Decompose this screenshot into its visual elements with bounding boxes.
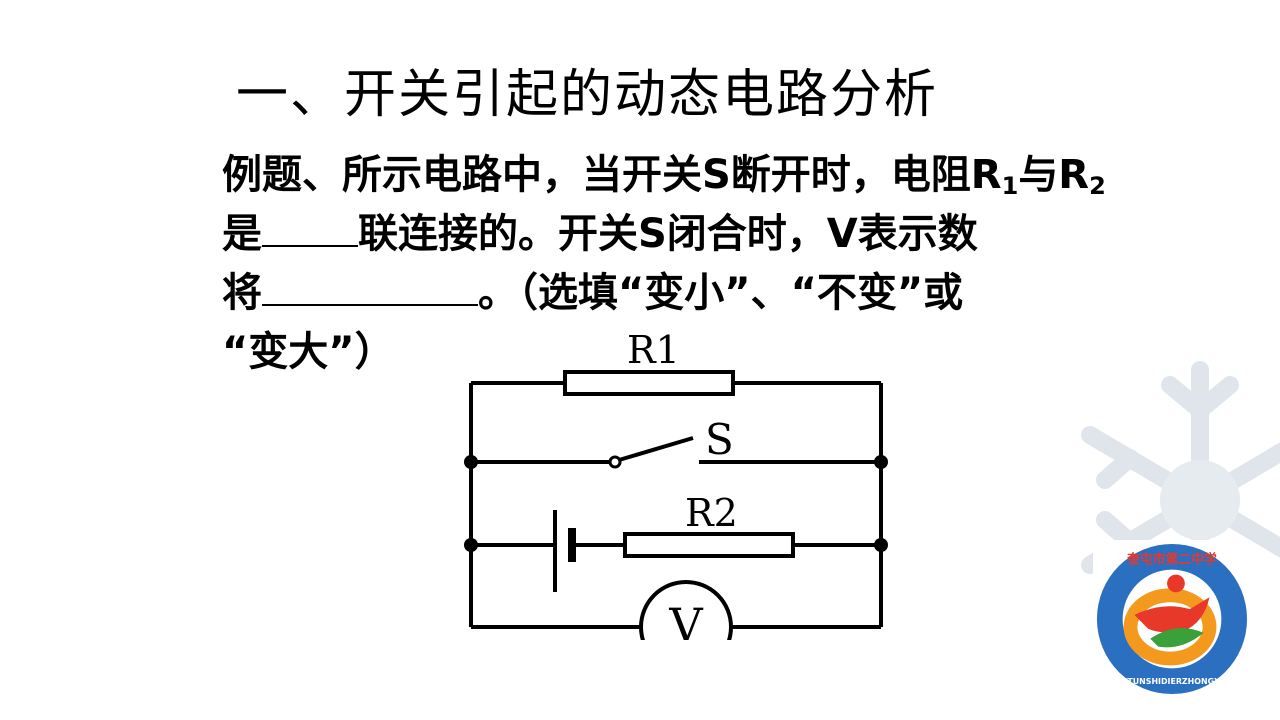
answer-blank-1 bbox=[262, 205, 358, 247]
r1-label: R1 bbox=[627, 330, 680, 372]
junction-right-switch bbox=[874, 455, 888, 469]
answer-blank-2 bbox=[262, 264, 478, 306]
junction-left-switch bbox=[464, 455, 478, 469]
question-line1-middle: 与R bbox=[1018, 152, 1090, 198]
slide-title: 一、开关引起的动态电路分析 bbox=[236, 65, 939, 125]
question-line3-end: 。（选填“变小”、“不变”或 bbox=[478, 270, 964, 316]
r2-subscript: 2 bbox=[1089, 172, 1106, 200]
question-line-1: 例题、所示电路中，当开关S断开时，电阻R1与R2 bbox=[222, 146, 1262, 205]
question-line4: “变大”） bbox=[222, 329, 395, 375]
junction-left-battery bbox=[464, 538, 478, 552]
logo-text-top: 奎屯市第二中学 bbox=[1126, 552, 1217, 568]
logo-red-head bbox=[1167, 574, 1185, 593]
question-line2-start: 是 bbox=[222, 211, 262, 257]
question-line-2: 是 联连接的。开关S闭合时，V表示数 bbox=[222, 205, 1262, 264]
resistor-r2 bbox=[623, 532, 795, 558]
voltmeter bbox=[639, 580, 733, 640]
question-line1-prefix: 例题、所示电路中，当开关S断开时，电阻R bbox=[222, 152, 1002, 198]
logo-green-leaf bbox=[1150, 628, 1204, 648]
logo-orange-ring bbox=[1123, 588, 1217, 666]
circuit-diagram: R1 S R2 V bbox=[464, 330, 888, 640]
switch-blade bbox=[618, 436, 694, 462]
r1-subscript: 1 bbox=[1001, 172, 1019, 200]
r2-label: R2 bbox=[685, 491, 738, 535]
junction-right-battery bbox=[874, 538, 888, 552]
school-logo: 奎屯市第二中学 KUITUNSHIDIERZHONGXUE bbox=[1093, 540, 1251, 698]
question-line3-start: 将 bbox=[222, 270, 262, 316]
voltmeter-label: V bbox=[668, 598, 703, 640]
logo-red-figure bbox=[1134, 597, 1210, 633]
question-line-3: 将 。（选填“变小”、“不变”或 bbox=[222, 264, 1262, 323]
question-text: 例题、所示电路中，当开关S断开时，电阻R1与R2 是 联连接的。开关S闭合时，V表… bbox=[222, 146, 1262, 382]
question-line2-end: 联连接的。开关S闭合时，V表示数 bbox=[358, 211, 978, 257]
resistor-r1 bbox=[563, 370, 735, 396]
switch-label: S bbox=[705, 415, 734, 464]
question-line-4: “变大”） bbox=[222, 323, 1262, 382]
switch-contact bbox=[608, 455, 622, 469]
logo-text-bottom: KUITUNSHIDIERZHONGXUE bbox=[1112, 677, 1232, 686]
